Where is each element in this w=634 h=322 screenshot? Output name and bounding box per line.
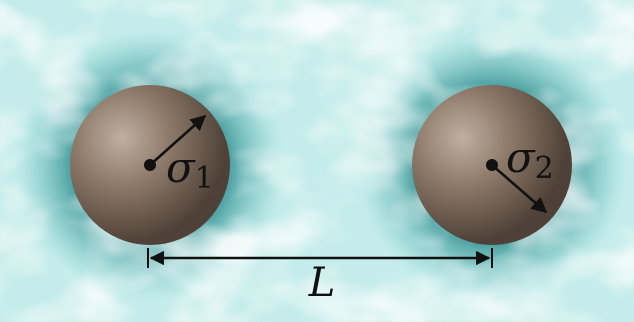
sphere-2: σ2: [412, 85, 572, 245]
sphere-1-symbol: σ: [166, 143, 196, 192]
sphere-1: σ1: [70, 85, 230, 245]
sphere-2-symbol: σ: [506, 133, 536, 182]
distance-label: L: [308, 260, 336, 306]
sphere-2-radius-label: σ2: [506, 133, 554, 186]
sphere-2-subscript: 2: [535, 151, 554, 186]
sphere-2-center-dot: [486, 159, 498, 171]
sphere-1-center-dot: [144, 159, 156, 171]
distance-indicator: L: [147, 248, 493, 306]
sphere-1-subscript: 1: [195, 161, 214, 196]
sphere-1-radius-arrow: [149, 114, 207, 166]
sphere-1-radius-label: σ1: [166, 143, 214, 196]
sphere-2-radius-arrow: [491, 164, 548, 214]
